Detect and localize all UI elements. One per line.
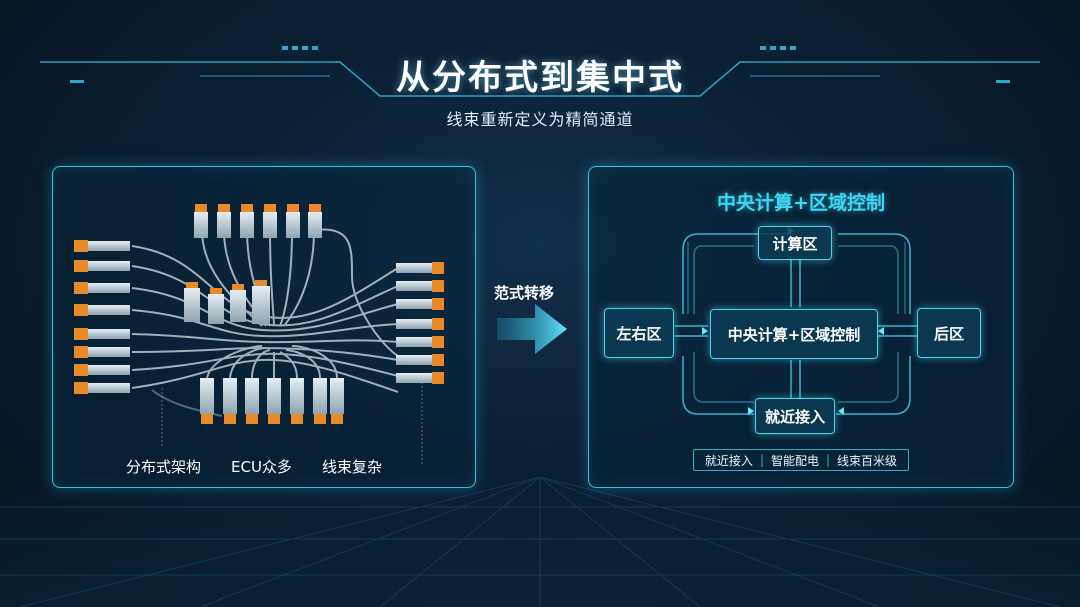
zone-connections xyxy=(675,227,918,415)
zone-rear: 后区 xyxy=(917,308,981,358)
feature-separator: | xyxy=(759,453,764,467)
page-title: 从分布式到集中式 xyxy=(396,58,684,98)
zone-left-right: 左右区 xyxy=(604,308,674,358)
paradigm-shift-label: 范式转移 xyxy=(494,284,555,302)
caption-many-ecus: ECU众多 xyxy=(231,458,292,476)
floor-grid xyxy=(0,477,1080,607)
header-frame xyxy=(40,46,1040,97)
distributed-wiring-illustration xyxy=(74,204,444,466)
centralized-panel-title: 中央计算+区域控制 xyxy=(717,192,885,214)
caption-complex-harness: 线束复杂 xyxy=(322,458,383,476)
features-bar: 就近接入 | 智能配电 | 线束百米级 xyxy=(693,449,909,471)
right-arrow-icon xyxy=(497,304,567,354)
feature-separator: | xyxy=(826,453,831,467)
zone-compute: 计算区 xyxy=(758,226,832,260)
page-subtitle: 线束重新定义为精简通道 xyxy=(446,110,634,129)
feature-nearby-access: 就近接入 xyxy=(704,453,753,468)
zone-nearby-access: 就近接入 xyxy=(755,398,835,434)
feature-smart-power: 智能配电 xyxy=(770,453,819,468)
caption-distributed-architecture: 分布式架构 xyxy=(126,458,202,476)
zone-central-compute: 中央计算+区域控制 xyxy=(710,309,878,359)
feature-harness-length: 线束百米级 xyxy=(837,453,898,468)
